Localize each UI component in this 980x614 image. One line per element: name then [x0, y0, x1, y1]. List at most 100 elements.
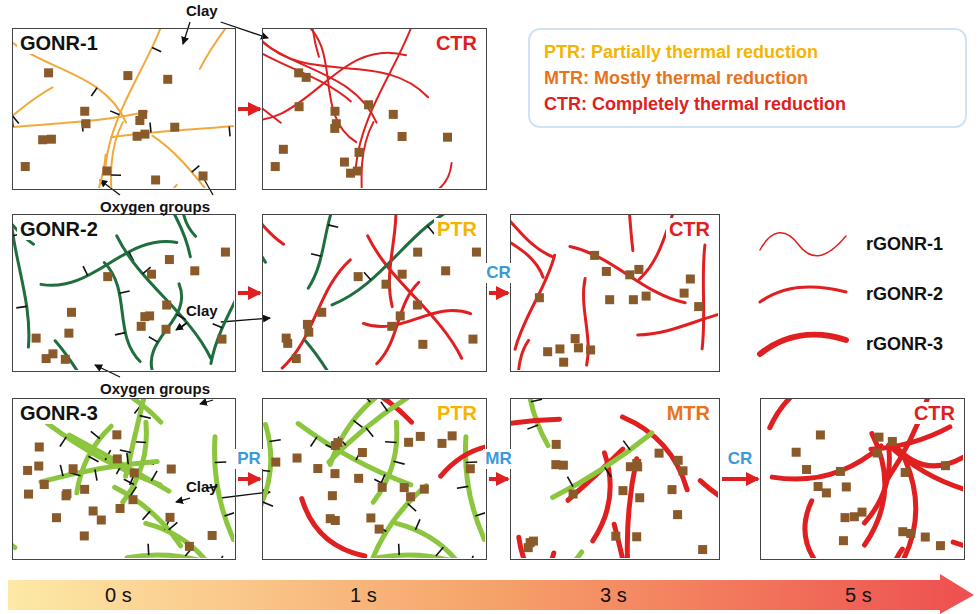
oxygen-group — [60, 465, 63, 476]
clay-particle — [389, 110, 398, 119]
oxygen-group — [83, 266, 88, 275]
clay-particle — [822, 488, 831, 497]
oxidized-ribbon — [378, 555, 485, 558]
oxidized-ribbon — [77, 426, 111, 493]
clay-particle — [873, 448, 882, 457]
clay-particle — [840, 513, 849, 522]
leader-line — [100, 180, 120, 195]
oxidized-ribbon — [308, 215, 341, 288]
clay-particle — [23, 466, 32, 475]
clay-particle — [135, 116, 144, 125]
clay-particle — [552, 440, 561, 449]
reduced-ribbon — [700, 481, 718, 519]
clay-particle — [398, 270, 407, 279]
stage-panel: GONR-1 — [12, 28, 236, 190]
oxygen-group — [415, 519, 420, 530]
clay-particle — [170, 123, 179, 132]
clay-particle — [642, 292, 651, 301]
clay-particle — [303, 320, 312, 329]
clay-particle — [679, 466, 688, 475]
reduced-ribbon — [441, 444, 485, 476]
oxygen-group — [91, 431, 100, 438]
reduced-ribbon — [519, 537, 548, 558]
oxygen-group — [457, 486, 468, 488]
oxygen-group — [228, 126, 230, 136]
clay-particle — [354, 272, 363, 281]
legend-line-sample — [760, 233, 846, 256]
clay-particle — [40, 480, 49, 489]
clay-particle — [313, 464, 322, 473]
reduction-state: CTR — [666, 218, 713, 240]
clay-particle — [839, 536, 848, 545]
clay-particle — [340, 158, 349, 167]
oxygen-group — [469, 556, 473, 558]
stage-panel: CTR — [760, 398, 965, 560]
clay-particle — [655, 449, 664, 458]
oxidized-ribbon — [115, 487, 181, 545]
clay-particle — [326, 514, 335, 523]
clay-particle — [472, 248, 481, 257]
reduced-ribbon — [511, 419, 559, 429]
clay-particle — [292, 354, 301, 363]
oxidized-ribbon — [55, 341, 136, 370]
clay-particle — [555, 344, 564, 353]
clay-particle — [163, 75, 172, 84]
callout-label: Clay — [186, 302, 218, 319]
oxygen-group — [143, 511, 151, 520]
clay-particle — [874, 433, 883, 442]
oxygen-group — [527, 425, 538, 429]
clay-particle — [802, 465, 811, 474]
reduced-ribbon — [361, 163, 452, 188]
oxygen-group — [408, 503, 416, 511]
clay-particle — [836, 467, 845, 476]
clay-particle — [69, 464, 78, 473]
oxidized-ribbon — [552, 433, 651, 497]
callout-label: Oxygen groups — [100, 380, 210, 397]
oxidized-ribbon — [111, 121, 234, 137]
reduced-ribbon — [627, 459, 636, 558]
clay-particle — [625, 270, 634, 279]
clay-particle — [559, 461, 568, 470]
step-label: CR — [484, 263, 513, 283]
reduced-ribbon — [770, 399, 826, 428]
oxygen-group — [169, 522, 178, 529]
oxygen-group — [224, 512, 234, 516]
clay-particle — [218, 335, 227, 344]
clay-particle — [185, 542, 194, 551]
process-arrow — [489, 291, 508, 295]
clay-particle — [102, 166, 111, 175]
oxygen-group — [567, 477, 573, 487]
clay-particle — [32, 334, 41, 343]
clay-particle — [396, 311, 405, 320]
oxidized-ribbon — [122, 215, 191, 257]
clay-particle — [543, 347, 552, 356]
time-label: 1 s — [350, 584, 377, 607]
clay-particle — [140, 312, 149, 321]
reduced-ribbon — [389, 215, 396, 307]
reduced-ribbon — [953, 542, 963, 558]
clay-particle — [936, 541, 945, 550]
reduced-ribbon — [865, 434, 885, 545]
oxidized-ribbon — [330, 399, 384, 464]
process-arrow — [238, 107, 260, 111]
oxygen-group — [140, 416, 151, 419]
clay-particle — [61, 355, 70, 364]
reduction-state: MTR — [664, 402, 713, 424]
legend-text: rGONR-2 — [866, 284, 943, 305]
clay-particle — [437, 439, 446, 448]
clay-particle — [629, 295, 638, 304]
leader-line — [221, 22, 268, 38]
clay-particle — [331, 441, 340, 450]
oxidized-ribbon — [13, 87, 52, 183]
clay-particle — [468, 335, 477, 344]
reduced-ribbon — [511, 340, 529, 370]
reduced-ribbon — [511, 215, 543, 277]
clay-particle — [282, 334, 291, 343]
oxygen-group — [438, 558, 440, 559]
oxygen-group — [120, 450, 131, 453]
clay-particle — [406, 492, 415, 501]
process-arrow — [722, 477, 758, 481]
clay-particle — [89, 506, 98, 515]
clay-particle — [524, 543, 533, 552]
oxidized-ribbon — [151, 284, 181, 370]
